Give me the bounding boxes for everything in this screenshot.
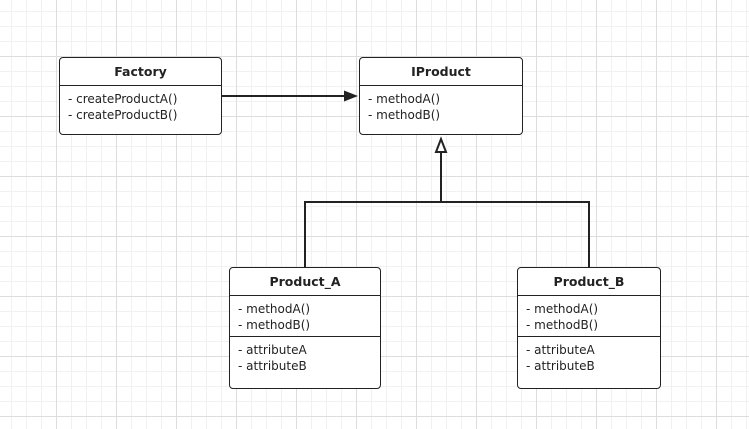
methods-compartment: - methodA() - methodB() — [518, 296, 660, 336]
class-title: Product_A — [230, 268, 380, 296]
realization-line-product-a[interactable] — [304, 201, 441, 267]
realization-line-product-b[interactable] — [441, 201, 590, 267]
method-item: - methodA() — [238, 302, 311, 316]
attributes-compartment: - attributeA - attributeB — [230, 336, 380, 377]
method-item: - methodB() — [238, 318, 311, 332]
class-product-a[interactable]: Product_A - methodA() - methodB() - attr… — [229, 267, 381, 389]
attribute-item: - attributeA — [526, 343, 595, 357]
class-factory[interactable]: Factory - createProductA() - createProdu… — [59, 57, 222, 135]
class-product-b[interactable]: Product_B - methodA() - methodB() - attr… — [517, 267, 661, 389]
class-iproduct[interactable]: IProduct - methodA() - methodB() — [359, 57, 523, 135]
methods-compartment: - methodA() - methodB() — [230, 296, 380, 336]
attribute-item: - attributeB — [238, 359, 307, 373]
association-arrowhead — [344, 90, 358, 102]
method-item: - createProductA() — [68, 92, 178, 106]
attribute-item: - attributeB — [526, 359, 595, 373]
realization-hollow-arrowhead — [434, 136, 448, 153]
class-title: IProduct — [360, 58, 522, 86]
methods-compartment: - methodA() - methodB() — [360, 86, 522, 126]
method-item: - methodA() — [526, 302, 599, 316]
class-title: Product_B — [518, 268, 660, 296]
methods-compartment: - createProductA() - createProductB() — [60, 86, 221, 126]
method-item: - methodB() — [368, 108, 441, 122]
class-title: Factory — [60, 58, 221, 86]
method-item: - createProductB() — [68, 108, 178, 122]
attributes-compartment: - attributeA - attributeB — [518, 336, 660, 377]
method-item: - methodA() — [368, 92, 441, 106]
method-item: - methodB() — [526, 318, 599, 332]
attribute-item: - attributeA — [238, 343, 307, 357]
